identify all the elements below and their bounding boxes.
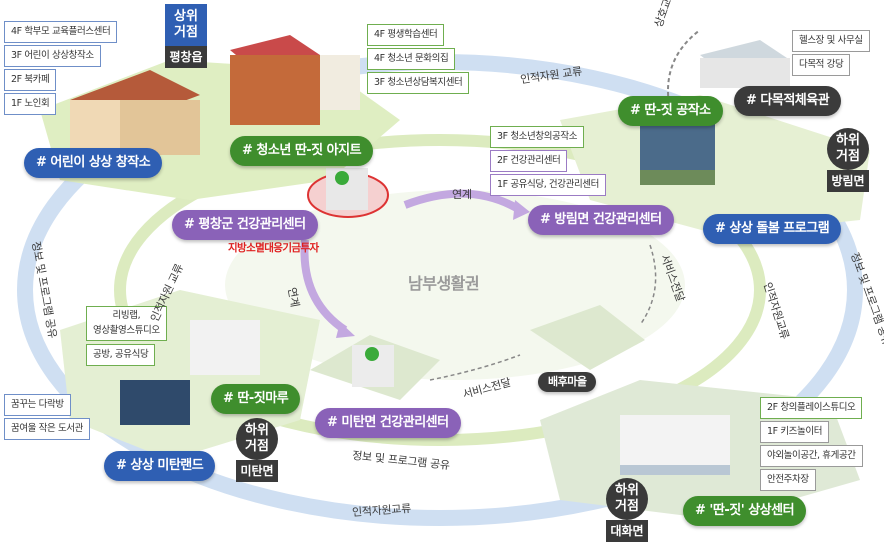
tag-gym-office: 헬스장 및 사무실 bbox=[792, 30, 870, 52]
tag-children-4f: 4F 학부모 교육플러스센터 bbox=[4, 21, 118, 43]
center-title: 남부생활권 bbox=[408, 274, 480, 293]
pill-sangsang-center: # '딴-짓' 상상센터 bbox=[683, 496, 807, 526]
building-maru bbox=[120, 320, 260, 425]
hub-pyeongchang-name: 평창읍 bbox=[165, 46, 207, 68]
arrow-service-1 bbox=[639, 244, 657, 326]
pill-bangrim-health: # 방림면 건강관리센터 bbox=[528, 205, 674, 235]
tag-center-outdoor: 야외놀이공간, 휴게공간 bbox=[760, 445, 863, 467]
pill-care-program: # 상상 돌봄 프로그램 bbox=[703, 214, 842, 244]
tag-workshop-3f: 3F 청소년창의공작소 bbox=[490, 126, 585, 148]
building-workshop bbox=[640, 120, 715, 185]
tag-center-parking: 안전주차장 bbox=[760, 469, 816, 491]
tag-youth-3f: 3F 청소년상담복지센터 bbox=[367, 72, 470, 94]
arrow-link-1 bbox=[403, 189, 523, 214]
label-link-1: 연계 bbox=[452, 188, 472, 201]
building-county-health bbox=[307, 168, 389, 218]
tag-workshop-1f: 1F 공유식당, 건강관리센터 bbox=[490, 174, 606, 196]
hub-mitan-name: 미탄면 bbox=[236, 460, 278, 482]
tag-gym-hall: 다목적 강당 bbox=[792, 54, 851, 76]
hub-bangrim: 하위 거점 방림면 bbox=[827, 128, 869, 192]
hub-daehwa-rank: 하위 거점 bbox=[606, 478, 648, 520]
hub-mitan: 하위 거점 미탄면 bbox=[236, 418, 278, 482]
pill-mitanland: # 상상 미탄랜드 bbox=[104, 451, 216, 481]
tag-children-3f: 3F 어린이 상상창작소 bbox=[4, 45, 101, 67]
hub-bangrim-name: 방림면 bbox=[827, 170, 869, 192]
tag-children-1f: 1F 노인회 bbox=[4, 93, 57, 115]
pill-village: 배후마을 bbox=[538, 372, 597, 392]
pill-county-health: # 평창군 건강관리센터 bbox=[172, 210, 318, 240]
building-mitan-health bbox=[352, 345, 394, 387]
tag-maru-workshop: 공방, 공유식당 bbox=[86, 344, 156, 366]
hub-pyeongchang: 상위 거점 평창읍 bbox=[165, 4, 207, 68]
pill-children-studio: # 어린이 상상 창작소 bbox=[24, 148, 163, 178]
tag-mitanland-library: 꿈여울 작은 도서관 bbox=[4, 418, 90, 440]
arrow-link-2 bbox=[300, 239, 348, 334]
tag-workshop-2f: 2F 건강관리센터 bbox=[490, 150, 568, 172]
hub-daehwa: 하위 거점 대화면 bbox=[606, 478, 648, 542]
tag-children-2f: 2F 북카페 bbox=[4, 69, 57, 91]
pill-youth-hideout: # 청소년 딴-짓 아지트 bbox=[230, 136, 374, 166]
tag-youth-4f-learning: 4F 평생학습센터 bbox=[367, 24, 445, 46]
tag-center-2f: 2F 창의플레이스튜디오 bbox=[760, 397, 863, 419]
hub-daehwa-name: 대화면 bbox=[606, 520, 648, 542]
building-sangsang-center bbox=[620, 415, 730, 475]
arrow-service-2 bbox=[429, 354, 521, 381]
island-village bbox=[530, 305, 645, 370]
hub-bangrim-rank: 하위 거점 bbox=[827, 128, 869, 170]
pill-multi-gym: # 다목적체육관 bbox=[734, 86, 842, 116]
fund-note: 지방소멸대응기금투자 bbox=[228, 242, 319, 254]
building-youth-hideout bbox=[230, 35, 360, 125]
pill-mitan-health: # 미탄면 건강관리센터 bbox=[315, 408, 461, 438]
tag-center-1f: 1F 키즈놀이터 bbox=[760, 421, 830, 443]
label-link-2: 연계 bbox=[285, 286, 302, 308]
tag-maru-livinglab: 리빙랩, 영상촬영스튜디오 bbox=[86, 306, 167, 341]
hub-pyeongchang-rank: 상위 거점 bbox=[165, 4, 207, 46]
building-multi-gym bbox=[700, 40, 790, 88]
pill-maru: # 딴-짓마루 bbox=[211, 384, 301, 414]
building-children-studio bbox=[70, 70, 200, 155]
inner-ring bbox=[114, 134, 766, 446]
pill-workshop: # 딴-짓 공작소 bbox=[618, 96, 723, 126]
tag-youth-4f-culture: 4F 청소년 문화의집 bbox=[367, 48, 456, 70]
hub-mitan-rank: 하위 거점 bbox=[236, 418, 278, 460]
tag-mitanland-attic: 꿈꾸는 다락방 bbox=[4, 394, 71, 416]
